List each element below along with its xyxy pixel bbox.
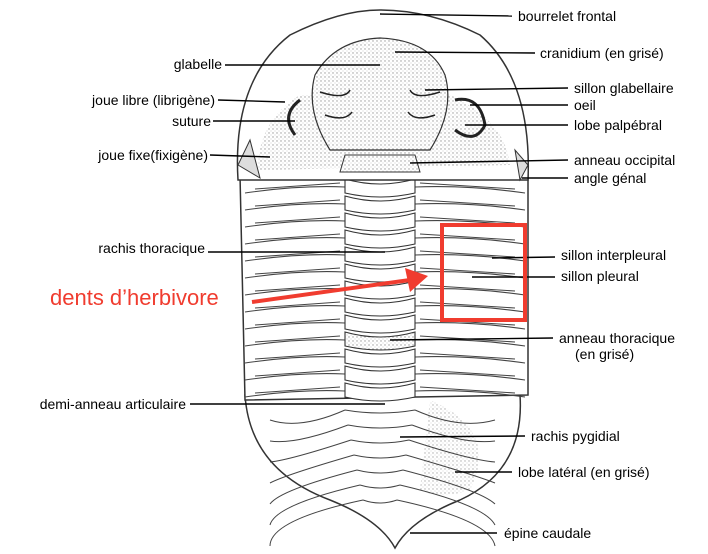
highlight-box — [440, 223, 527, 322]
thoracic-segment — [244, 369, 526, 381]
thoracic-segment — [244, 301, 526, 313]
thoracic-segment — [244, 318, 526, 330]
leader-lines — [190, 13, 569, 534]
label-angle-genal: angle génal — [574, 170, 647, 186]
label-joue-fixe: joue fixe(fixigène) — [98, 147, 208, 163]
thoracic-segment — [244, 284, 526, 296]
thoracic-segment — [244, 216, 526, 228]
axial-ring — [344, 178, 416, 198]
axial-ring — [344, 297, 416, 317]
label-joue-libre: joue libre (librigène) — [92, 92, 215, 108]
thoracic-segment — [244, 335, 526, 347]
label-anneau-thoracique: anneau thoracique — [559, 330, 675, 346]
axial-ring — [344, 382, 416, 402]
annotation-dents-herbivore: dents d’herbivore — [50, 285, 219, 310]
thoracic-segment — [244, 199, 526, 211]
label-demi-anneau-articulaire: demi-anneau articulaire — [39, 396, 186, 412]
label-anneau-occipital: anneau occipital — [574, 152, 676, 168]
axial-ring — [344, 195, 416, 215]
label-rachis-pygidial: rachis pygidial — [531, 428, 620, 444]
thoracic-segment — [244, 182, 526, 194]
thoracic-segment — [244, 267, 526, 279]
label-glabelle: glabelle — [173, 56, 222, 72]
axial-ring — [344, 229, 416, 249]
label-lobe-palpebral: lobe palpébral — [574, 117, 662, 133]
axial-ring — [344, 365, 416, 385]
thoracic-segment — [244, 386, 526, 398]
pygidial-ring — [269, 424, 496, 443]
label-sillon-glabellaire: sillon glabellaire — [574, 80, 674, 96]
label-bourrelet-frontal: bourrelet frontal — [518, 8, 617, 24]
thoracic-segments — [244, 178, 526, 547]
label-oeil: oeil — [574, 97, 596, 113]
pygidial-ring — [269, 409, 496, 424]
label-anneau-thoracique-en-grise: (en grisé) — [575, 346, 635, 362]
red-arrow-shaft — [251, 278, 411, 304]
axial-ring — [344, 331, 416, 351]
thoracic-segment — [244, 352, 526, 364]
label-lobe-lateral: lobe latéral (en grisé) — [518, 464, 650, 480]
axial-ring — [344, 212, 416, 232]
glabella — [311, 37, 449, 151]
pygidial-ring — [269, 469, 496, 505]
pygidial-ring — [269, 439, 496, 463]
red-arrow-head — [405, 268, 428, 292]
axial-ring — [344, 348, 416, 368]
label-epine-caudale: épine caudale — [504, 525, 592, 541]
axial-ring — [344, 314, 416, 334]
label-suture: suture — [172, 113, 211, 129]
label-sillon-interpleural: sillon interpleural — [561, 247, 667, 263]
label-rachis-thoracique: rachis thoracique — [98, 240, 205, 256]
thoracic-segment — [244, 250, 526, 262]
thoracic-segment — [244, 233, 526, 245]
pygidial-ring — [269, 499, 496, 547]
label-sillon-pleural: sillon pleural — [561, 268, 639, 284]
label-cranidium: cranidium (en grisé) — [540, 45, 664, 61]
pygidial-ring — [269, 484, 496, 526]
